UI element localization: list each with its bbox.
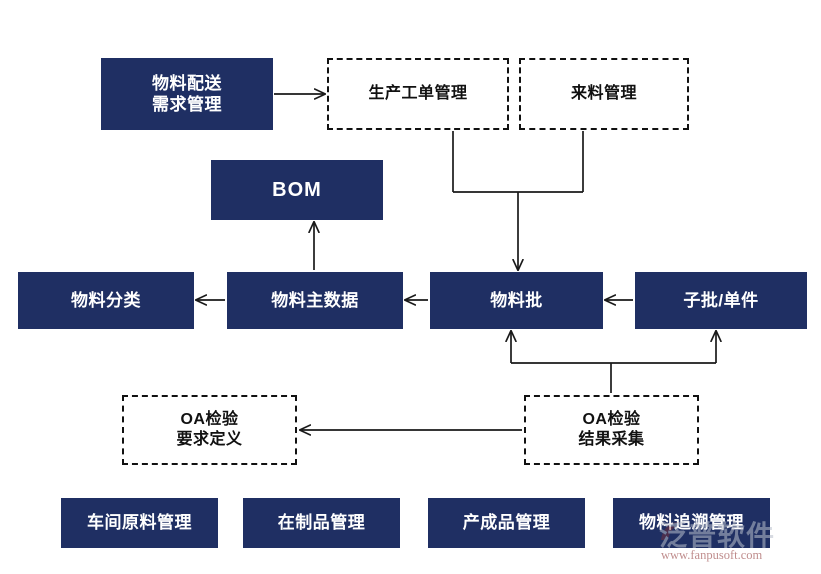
node-material-batch[interactable]: 物料批 xyxy=(430,272,603,329)
node-incoming-material[interactable]: 来料管理 xyxy=(519,58,689,130)
node-finished-product[interactable]: 产成品管理 xyxy=(428,498,585,548)
node-material-traceability[interactable]: 物料追溯管理 xyxy=(613,498,770,548)
node-oa-inspection-result[interactable]: OA检验 结果采集 xyxy=(524,395,699,465)
node-sub-batch-single[interactable]: 子批/单件 xyxy=(635,272,807,329)
node-oa-inspection-requirement[interactable]: OA检验 要求定义 xyxy=(122,395,297,465)
node-material-master-data[interactable]: 物料主数据 xyxy=(227,272,403,329)
node-production-work-order[interactable]: 生产工单管理 xyxy=(327,58,509,130)
node-workshop-raw-material[interactable]: 车间原料管理 xyxy=(61,498,218,548)
node-work-in-progress[interactable]: 在制品管理 xyxy=(243,498,400,548)
node-material-category[interactable]: 物料分类 xyxy=(18,272,194,329)
node-bom[interactable]: BOM xyxy=(211,160,383,220)
node-material-delivery-demand[interactable]: 物料配送 需求管理 xyxy=(101,58,273,130)
watermark-url: www.fanpusoft.com xyxy=(661,548,763,562)
